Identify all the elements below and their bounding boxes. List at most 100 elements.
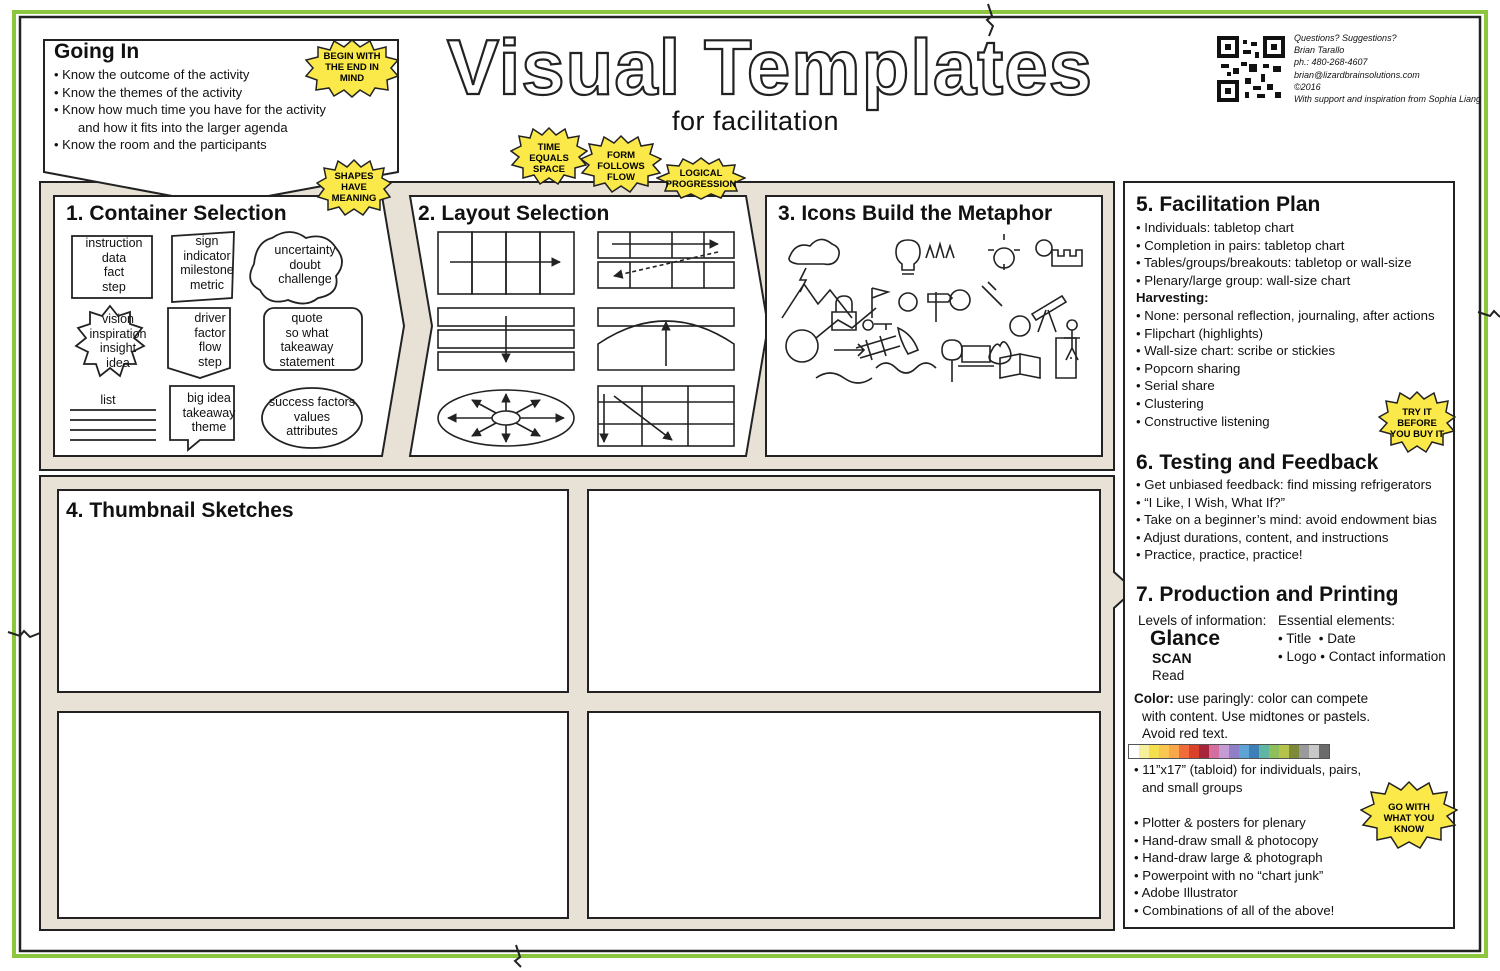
- color-swatch: [1319, 745, 1329, 758]
- telescope-icon: [1030, 294, 1068, 333]
- read-level: Read: [1152, 668, 1185, 683]
- shape-label: big idea takeaway theme: [172, 391, 246, 435]
- label-line: vision: [102, 312, 134, 326]
- burst-shape: [74, 304, 146, 378]
- label-line: insight: [99, 341, 137, 355]
- padlock-icon: [831, 295, 857, 331]
- burst-text: SHAPES: [334, 171, 373, 182]
- color-swatch: [1129, 745, 1139, 758]
- shape-label: list: [72, 393, 144, 408]
- burst-logical-progression: LOGICAL PROGRESSION: [656, 157, 746, 200]
- oval-shape: [261, 387, 363, 449]
- fire-icon: [988, 341, 1012, 365]
- label-line: data: [101, 250, 127, 265]
- section-6-title: 6. Testing and Feedback: [1136, 451, 1379, 474]
- label-line: milestone: [180, 263, 234, 277]
- color-text: use paringly: color can compete: [1177, 691, 1369, 706]
- color-text: Avoid red text.: [1142, 726, 1229, 742]
- burst-text: TIME: [538, 142, 561, 153]
- going-in-list: Know the outcome of the activity Know th…: [44, 66, 399, 154]
- globe-icon: [785, 329, 819, 363]
- burst-time-equals-space: TIME EQUALS SPACE: [510, 126, 588, 186]
- section-4-title: 4. Thumbnail Sketches: [66, 499, 294, 522]
- radial-layout-icon: [437, 389, 575, 447]
- burst-shapes-have-meaning: SHAPES HAVE MEANING: [316, 158, 392, 216]
- layout-diagrams: [437, 231, 735, 447]
- open-book-icon: [999, 353, 1041, 379]
- glance-level: Glance: [1150, 627, 1221, 650]
- color-swatch: [1149, 745, 1159, 758]
- signpost-icon: [927, 292, 954, 322]
- color-note: Color: use paringly: color can compete w…: [1134, 690, 1450, 743]
- rectangle-shape: [71, 235, 153, 299]
- color-text: with content. Use midtones or pastels.: [1142, 708, 1371, 724]
- rows-layout-icon: [437, 307, 575, 371]
- burst-text: MIND: [340, 73, 364, 84]
- burst-text: FORM: [607, 150, 635, 161]
- feedback-list: Get unbiased feedback: find missing refr…: [1136, 476, 1452, 564]
- grid-rows-layout-icon: [597, 231, 735, 289]
- color-swatch: [1209, 745, 1219, 758]
- sign-shape: [167, 307, 231, 379]
- shape-label: uncertainty doubt challenge: [262, 243, 348, 287]
- section-6-panel: 6. Testing and Feedback Get unbiased fee…: [1136, 451, 1452, 564]
- storm-cloud-icon: [788, 238, 840, 293]
- color-swatch: [1229, 745, 1239, 758]
- section-7-title: 7. Production and Printing: [1136, 583, 1399, 606]
- label-line: instruction: [85, 236, 143, 250]
- burst-text: THE END IN: [325, 62, 379, 73]
- label-line: challenge: [278, 272, 332, 286]
- burst-text: FOLLOWS: [597, 161, 645, 172]
- icon-doodles: [781, 234, 1083, 384]
- list-item: 11”x17” (tabloid) for individuals, pairs…: [1134, 761, 1450, 779]
- burst-text: YOU BUY IT: [1390, 429, 1444, 440]
- label-line: step: [102, 279, 126, 294]
- label-line: idea: [106, 355, 130, 370]
- list-item: Wall-size chart: scribe or stickies: [1136, 342, 1452, 360]
- key-icon: [862, 319, 892, 331]
- color-swatch-strip: [1128, 744, 1330, 759]
- label-line: statement: [279, 354, 335, 369]
- hammer-icon: [981, 281, 1003, 307]
- burst-text: PROGRESSION: [666, 179, 737, 190]
- list-item: Take on a beginner’s mind: avoid endowme…: [1136, 511, 1452, 529]
- grid-ground-icon: [855, 335, 901, 361]
- flag-icon: [871, 287, 891, 318]
- list-item: and how it fits into the larger agenda: [78, 119, 288, 135]
- facilitation-list: Individuals: tabletop chart Completion i…: [1136, 219, 1452, 430]
- color-swatch: [1179, 745, 1189, 758]
- tree-icon: [941, 339, 963, 382]
- list-item: Practice, practice, practice!: [1136, 546, 1452, 564]
- contact-line: With support and inspiration from Sophia…: [1294, 94, 1482, 105]
- chart-up-icon: [815, 307, 877, 339]
- list-item: Know the themes of the activity: [54, 84, 399, 102]
- door-icon: [1055, 337, 1077, 379]
- color-swatch: [1269, 745, 1279, 758]
- shape-label: driver factor flow step: [172, 311, 248, 369]
- burst-text: HAVE: [341, 182, 367, 193]
- list-item: Plenary/large group: wall-size chart: [1136, 272, 1452, 290]
- burst-begin-with-the-end: BEGIN WITH THE END IN MIND: [304, 39, 400, 98]
- label-line: big idea: [187, 391, 231, 405]
- list-item: Hand-draw large & photograph: [1134, 849, 1450, 867]
- shape-label: vision inspiration insight idea: [80, 312, 156, 370]
- burst-text: MEANING: [332, 193, 377, 204]
- section-2-title: 2. Layout Selection: [418, 202, 610, 225]
- contact-line: brian@lizardbrainsolutions.com: [1294, 69, 1420, 80]
- color-swatch: [1309, 745, 1319, 758]
- list-item: Adobe Illustrator: [1134, 884, 1450, 902]
- color-swatch: [1159, 745, 1169, 758]
- list-item: “I Like, I Wish, What If?”: [1136, 494, 1452, 512]
- burst-text: GO WITH: [1388, 802, 1430, 813]
- arch-layout-icon: [597, 307, 735, 371]
- list-item: Constructive listening: [1136, 413, 1452, 431]
- going-in-title: Going In: [54, 40, 140, 63]
- print-list-a: 11”x17” (tabloid) for individuals, pairs…: [1134, 761, 1450, 796]
- color-swatch: [1239, 745, 1249, 758]
- color-swatch: [1139, 745, 1149, 758]
- mountain-icon: [781, 282, 853, 319]
- label-line: factor: [194, 325, 226, 340]
- color-swatch: [1219, 745, 1229, 758]
- container-shapes: [70, 231, 363, 452]
- castle-icon: [1051, 249, 1083, 267]
